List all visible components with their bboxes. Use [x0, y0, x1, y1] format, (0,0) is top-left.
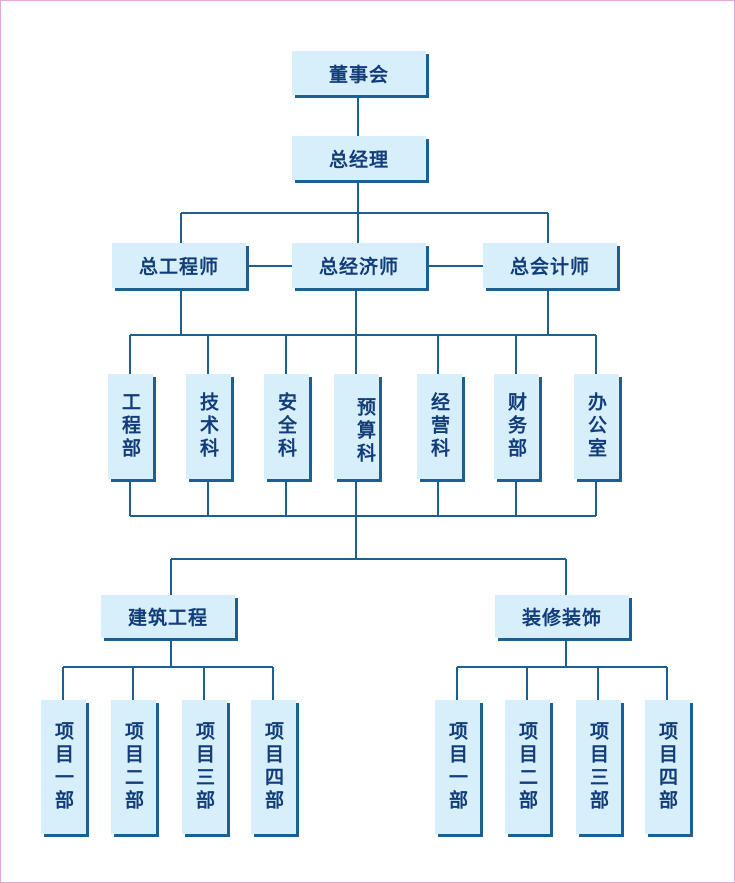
general-manager-box: 总经理: [292, 136, 426, 180]
construction-project-2-box: 项目二部: [111, 700, 156, 834]
construction-project-3-box: 项目三部: [182, 700, 227, 834]
dept-safety-box: 安全科: [264, 374, 309, 479]
construction-project-4-box: 项目四部: [251, 700, 296, 834]
decoration-project-1-box: 项目一部: [435, 700, 480, 834]
construction-project-1-box: 项目一部: [41, 700, 86, 834]
dept-finance-box: 财务部: [494, 374, 539, 479]
dept-engineering-box: 工程部: [108, 374, 153, 479]
division-construction-box: 建筑工程: [101, 595, 235, 638]
chief-economist-box: 总经济师: [292, 243, 426, 288]
dept-business-box: 经营科: [417, 374, 462, 479]
dept-budget-box: 预算科: [334, 374, 379, 479]
board-box: 董事会: [292, 51, 426, 95]
chief-engineer-box: 总工程师: [112, 243, 246, 288]
decoration-project-4-box: 项目四部: [645, 700, 690, 834]
dept-office-box: 办公室: [574, 374, 619, 479]
chief-accountant-box: 总会计师: [483, 243, 617, 288]
division-decoration-box: 装修装饰: [495, 595, 629, 638]
decoration-project-3-box: 项目三部: [576, 700, 621, 834]
dept-technology-box: 技术科: [186, 374, 231, 479]
decoration-project-2-box: 项目二部: [505, 700, 550, 834]
